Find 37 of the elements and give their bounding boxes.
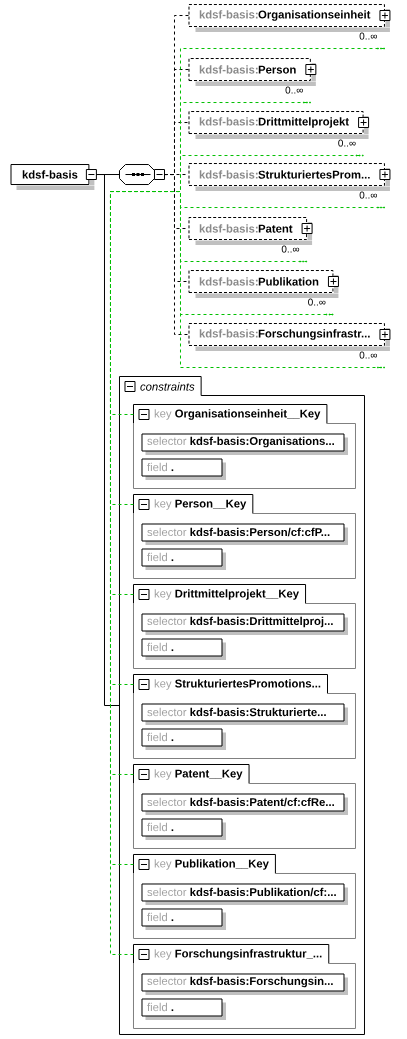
connector-line	[110, 47, 385, 415]
selector-box: selector kdsf-basis:Strukturierte...	[141, 703, 348, 725]
connector-line	[110, 101, 311, 505]
selector-box: selector kdsf-basis:Patent/cf:cfRe...	[141, 793, 348, 815]
connector-line	[95, 174, 120, 706]
occurrence-label: 0..∞	[308, 298, 326, 306]
element-box: kdsf-basis	[10, 164, 95, 190]
field-box: field .	[141, 998, 226, 1020]
connector-line	[110, 191, 385, 955]
element-box: kdsf-basis:Person	[188, 58, 316, 86]
occurrence-label: 0..∞	[338, 139, 356, 147]
selector-box: selector kdsf-basis:Forschungsin...	[141, 973, 348, 995]
field-box: field .	[141, 638, 226, 660]
selector-box: selector kdsf-basis:Publikation/cf:...	[141, 883, 348, 905]
element-box: kdsf-basis:Publikation	[188, 270, 339, 298]
field-box: field .	[141, 548, 226, 570]
occurrence-label: 0..∞	[359, 191, 378, 199]
connector-line	[110, 154, 364, 595]
occurrence-label: 0..∞	[359, 32, 377, 40]
selector-box: selector kdsf-basis:Person/cf:cfP...	[141, 523, 348, 545]
element-box: kdsf-basis:Forschungsinfrastr...	[188, 323, 390, 351]
occurrence-label: 0..∞	[285, 86, 303, 94]
field-box: field .	[141, 908, 226, 930]
element-box: kdsf-basis:Organisationseinheit	[188, 4, 390, 32]
occurrence-label: 0..∞	[281, 245, 300, 253]
field-box: field .	[141, 818, 226, 840]
connector-line	[110, 191, 385, 685]
connector-line	[110, 191, 334, 865]
element-box: kdsf-basis:StrukturiertesProm...	[188, 163, 390, 191]
connector-line	[164, 174, 189, 335]
occurrence-label: 0..∞	[359, 351, 377, 359]
element-box: kdsf-basis:Patent	[188, 217, 313, 245]
selector-box: selector kdsf-basis:Organisations...	[141, 433, 348, 455]
field-box: field .	[141, 728, 226, 750]
field-box: field .	[141, 458, 226, 480]
element-box: kdsf-basis:Drittmittelprojekt	[188, 111, 369, 139]
selector-box: selector kdsf-basis:Drittmittelproj...	[141, 613, 348, 635]
